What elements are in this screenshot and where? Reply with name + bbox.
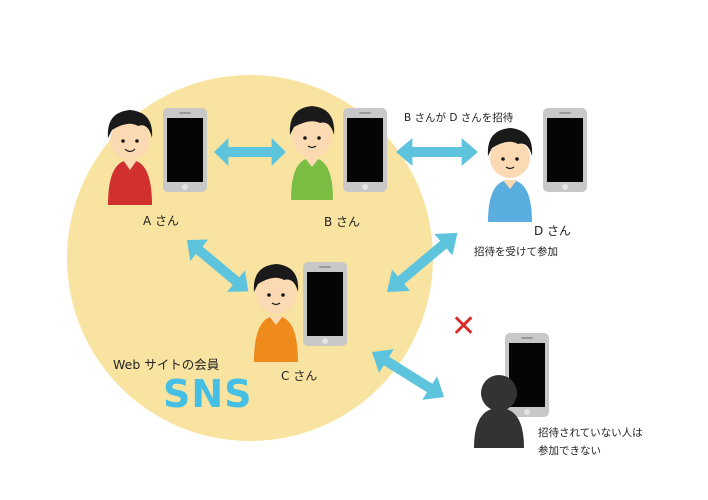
label-b: B さん xyxy=(324,215,361,229)
arrow-b-d xyxy=(396,138,478,166)
blocked-note-line2: 参加できない xyxy=(538,445,601,457)
person-b-icon xyxy=(289,106,335,200)
person-a-icon xyxy=(107,110,153,205)
person-d-icon xyxy=(487,128,533,222)
label-d: D さん xyxy=(534,224,572,238)
silhouette-icon xyxy=(474,375,524,448)
cross-icon: ✕ xyxy=(451,309,477,344)
members-label: Web サイトの会員 xyxy=(113,357,220,372)
phone-icon xyxy=(303,262,347,346)
blocked-note-line1: 招待されていない人は xyxy=(538,427,643,439)
invite-note: B さんが D さんを招待 xyxy=(404,112,514,124)
membership-circle xyxy=(67,75,433,441)
joined-note: 招待を受けて参加 xyxy=(474,246,558,258)
person-c-icon xyxy=(253,264,299,362)
phone-icon xyxy=(543,108,587,192)
label-c: C さん xyxy=(281,369,318,383)
phone-icon xyxy=(163,108,207,192)
sns-title: SNS xyxy=(163,372,253,416)
phone-icon xyxy=(343,108,387,192)
label-a: A さん xyxy=(143,214,180,228)
